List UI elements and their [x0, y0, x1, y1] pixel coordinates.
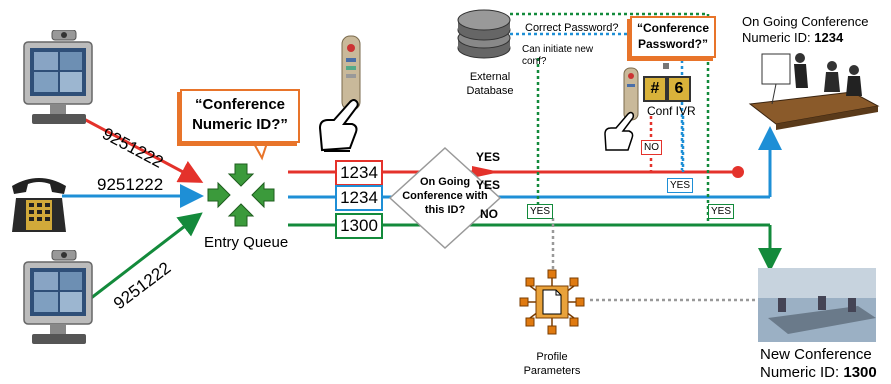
conf-ivr-label: Conf IVR [647, 104, 696, 118]
id-box-blue: 1234 [335, 185, 383, 211]
keypad-hash-icon: # [643, 76, 667, 102]
entry-queue-arrows-icon [206, 162, 276, 228]
hand-icon [598, 108, 642, 152]
ongoing-conference-id: Numeric ID: 1234 [742, 30, 844, 45]
db-query-password: Correct Password? [525, 22, 619, 34]
no-label-green: NO [480, 207, 498, 221]
meeting-room-icon [758, 268, 876, 342]
ongoing-conference-title: On Going Conference [742, 14, 869, 29]
entry-queue-prompt: “Conference Numeric ID?” [180, 89, 300, 143]
red-yes-arrow [472, 166, 500, 178]
tag-no: NO [641, 140, 662, 155]
id-box-green: 1300 [335, 213, 383, 239]
incoming-line-red [81, 116, 204, 183]
remote-control-icon [336, 34, 366, 112]
dial-number-mid: 9251222 [97, 175, 164, 194]
tag-yes-green-right: YES [708, 204, 735, 219]
yes-label-blue: YES [476, 178, 501, 192]
entry-queue-label: Entry Queue [204, 234, 289, 251]
tag-yes-blue: YES [667, 178, 694, 193]
remote-control-icon [620, 66, 642, 122]
decision-question: On Going Conference with this ID? [402, 176, 488, 216]
monitor-icon [22, 29, 96, 126]
id-box-red: 1234 [335, 160, 383, 186]
document-icon [518, 268, 586, 336]
db-dotted-green [510, 12, 710, 222]
new-conference-id: Numeric ID: 1300 [760, 364, 877, 381]
meeting-room-icon [742, 48, 882, 130]
keypad-six-icon: 6 [667, 76, 691, 102]
yes-label-red: YES [476, 150, 501, 164]
red-flow-end [732, 166, 744, 178]
monitor-icon [22, 249, 96, 346]
db-query-initiate: Can initiate new conf? [522, 44, 594, 67]
telephone-icon [8, 170, 70, 236]
profile-label: Profile Parameters [523, 351, 581, 377]
decision-diamond [388, 146, 502, 250]
hand-icon [310, 92, 370, 152]
incoming-line-green [81, 212, 203, 307]
database-label: External Database [466, 71, 514, 97]
database-icon [454, 4, 514, 64]
tag-yes-green-left: YES [527, 204, 554, 219]
new-conference-title: New Conference [760, 346, 872, 363]
conf-ivr-prompt: “Conference Password?” [630, 16, 716, 58]
